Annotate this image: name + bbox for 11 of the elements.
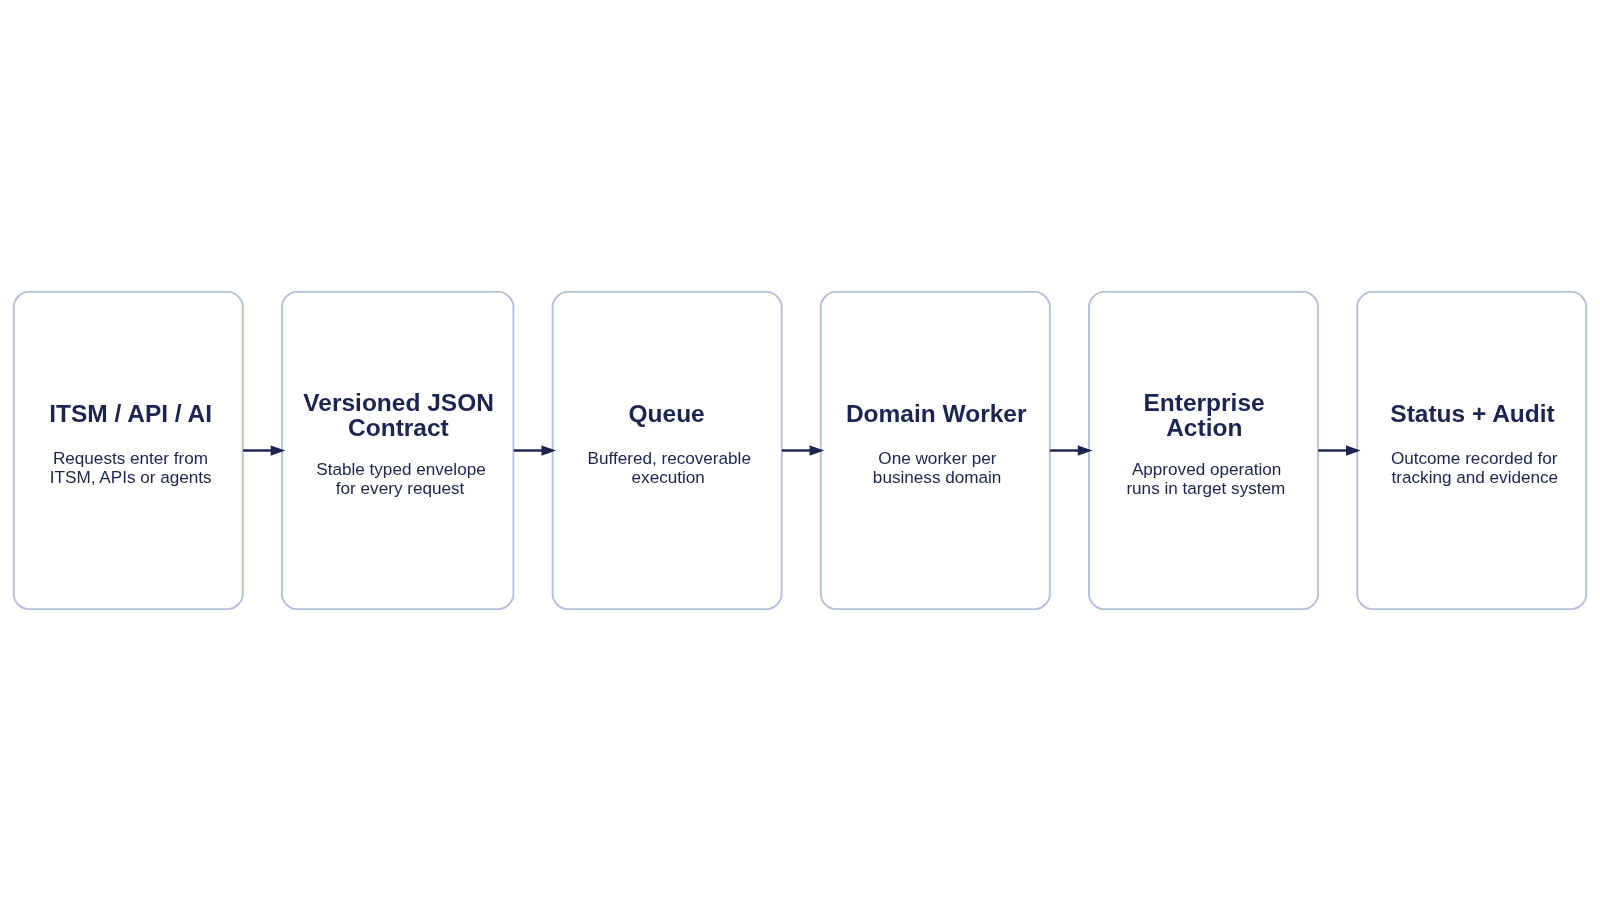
- node-box: ITSM / API / AI Requests enter from ITSM, APIs or agents: [12, 290, 244, 610]
- node-box: Queue Buffered, recoverable execution: [551, 290, 783, 610]
- arrow: [1050, 444, 1093, 456]
- arrow: [513, 444, 557, 456]
- node-box: Enterprise Action Approved operation runs in target system: [1088, 290, 1319, 610]
- node-box: Versioned JSON Contract Stable typed envelope for every request: [281, 290, 515, 610]
- node-box: Status + Audit Outcome recorded for tracking and evidence: [1356, 290, 1588, 610]
- arrow: [243, 444, 286, 456]
- node-box: Domain Worker One worker per business domain: [819, 290, 1051, 610]
- arrow: [1318, 444, 1361, 456]
- arrow: [781, 444, 825, 456]
